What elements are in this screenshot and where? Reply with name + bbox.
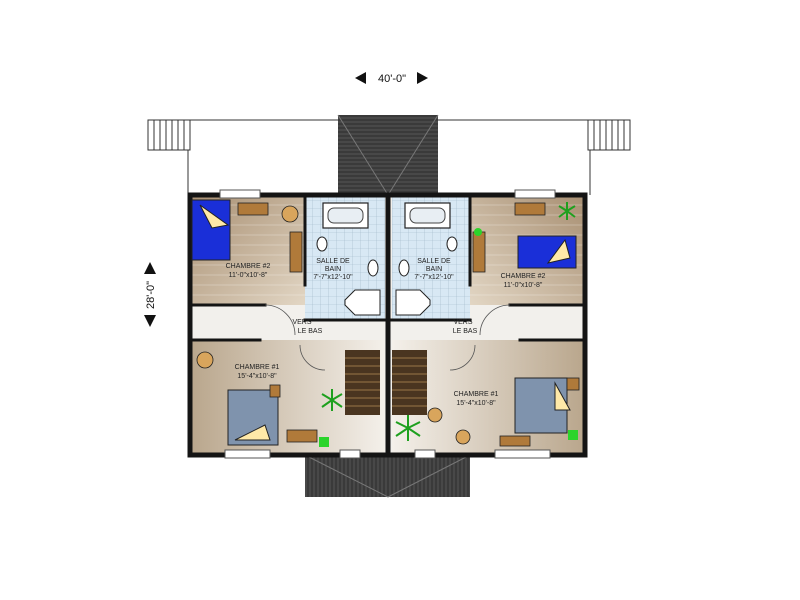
- label-chambre2-right: CHAMBRE #2 11'-0"x10'-8": [501, 273, 546, 289]
- label-salle-left: SALLE DE BAIN 7'-7"x12'-10": [313, 258, 353, 281]
- bathtub-right: [404, 202, 451, 229]
- roof-outline: [147, 119, 631, 195]
- staircase: [345, 350, 427, 415]
- dresser-chambre1-right: [499, 435, 531, 447]
- nightstand-left: [269, 384, 281, 398]
- chair-chambre1-right: [455, 429, 471, 445]
- salle-right-size: 7'-7"x12'-10": [414, 274, 454, 281]
- label-salle-right: SALLE DE BAIN 7'-7"x12'-10": [414, 258, 454, 281]
- chambre1-left-size: 15'-4"x10'-8": [237, 373, 277, 380]
- depth-dimension-label: 28'-0": [145, 281, 157, 309]
- roof-section-top: [337, 114, 439, 196]
- windows: [219, 189, 556, 459]
- bathtub-left: [322, 202, 369, 229]
- desk-chambre2-left: [237, 202, 269, 216]
- dresser-left: [289, 231, 303, 273]
- label-chambre2-left: CHAMBRE #2 11'-0"x10'-8": [226, 263, 271, 279]
- sink-right: [398, 259, 410, 277]
- sink-left: [367, 259, 379, 277]
- bed-chambre2-left: [191, 199, 231, 261]
- plant-bedroom-right: [395, 415, 421, 441]
- label-vers-left: VERS LE BAS: [292, 319, 322, 335]
- width-dimension-label: 40'-0": [378, 73, 406, 85]
- vers-left-line1: VERS: [292, 319, 311, 326]
- dresser-right: [472, 231, 486, 273]
- chambre2-left-size: 11'-0"x10'-8": [229, 272, 268, 279]
- chair-hall-right: [427, 407, 443, 423]
- plant-pot-right: [568, 430, 578, 440]
- label-chambre1-left: CHAMBRE #1 15'-4"x10'-8": [235, 364, 280, 380]
- vers-right-line2: LE BAS: [453, 328, 478, 335]
- plant-pot-bath-right: [474, 228, 482, 236]
- bed-chambre1-left: [227, 389, 279, 446]
- toilet-right: [446, 236, 458, 252]
- chair-chambre2-left: [281, 205, 299, 223]
- shower-right: [395, 289, 431, 316]
- dresser-chambre1-left: [286, 429, 318, 443]
- bed-chambre2-right: [517, 235, 577, 269]
- salle-right-line1: SALLE DE: [417, 258, 451, 265]
- desk-chambre2-right: [514, 202, 546, 216]
- salle-right-line2: BAIN: [426, 266, 442, 273]
- salle-left-size: 7'-7"x12'-10": [313, 274, 353, 281]
- salle-left-line2: BAIN: [325, 266, 341, 273]
- shower-left: [344, 289, 381, 316]
- chair-chambre1-left: [196, 351, 214, 369]
- plant-chambre2-right: [558, 202, 576, 220]
- chambre2-left-name: CHAMBRE #2: [226, 263, 271, 270]
- plant-bedroom-left: [321, 389, 343, 411]
- walls: [187, 192, 588, 458]
- depth-dimension: 28'-0": [144, 262, 157, 327]
- chambre1-left-name: CHAMBRE #1: [235, 364, 280, 371]
- vers-right-line1: VERS: [453, 319, 472, 326]
- chambre1-right-name: CHAMBRE #1: [454, 391, 499, 398]
- nightstand-right: [566, 377, 580, 391]
- chambre1-right-size: 15'-4"x10'-8": [456, 400, 496, 407]
- vers-left-line2: LE BAS: [298, 328, 323, 335]
- plant-pot-left: [319, 437, 329, 447]
- roof-section-bottom: [304, 454, 471, 498]
- label-chambre1-right: CHAMBRE #1 15'-4"x10'-8": [454, 391, 499, 407]
- salle-left-line1: SALLE DE: [316, 258, 350, 265]
- chambre2-right-name: CHAMBRE #2: [501, 273, 546, 280]
- bed-chambre1-right: [514, 377, 571, 434]
- width-dimension: 40'-0": [355, 72, 428, 85]
- toilet-left: [316, 236, 328, 252]
- label-vers-right: VERS LE BAS: [453, 319, 478, 335]
- chambre2-right-size: 11'-0"x10'-8": [504, 282, 543, 289]
